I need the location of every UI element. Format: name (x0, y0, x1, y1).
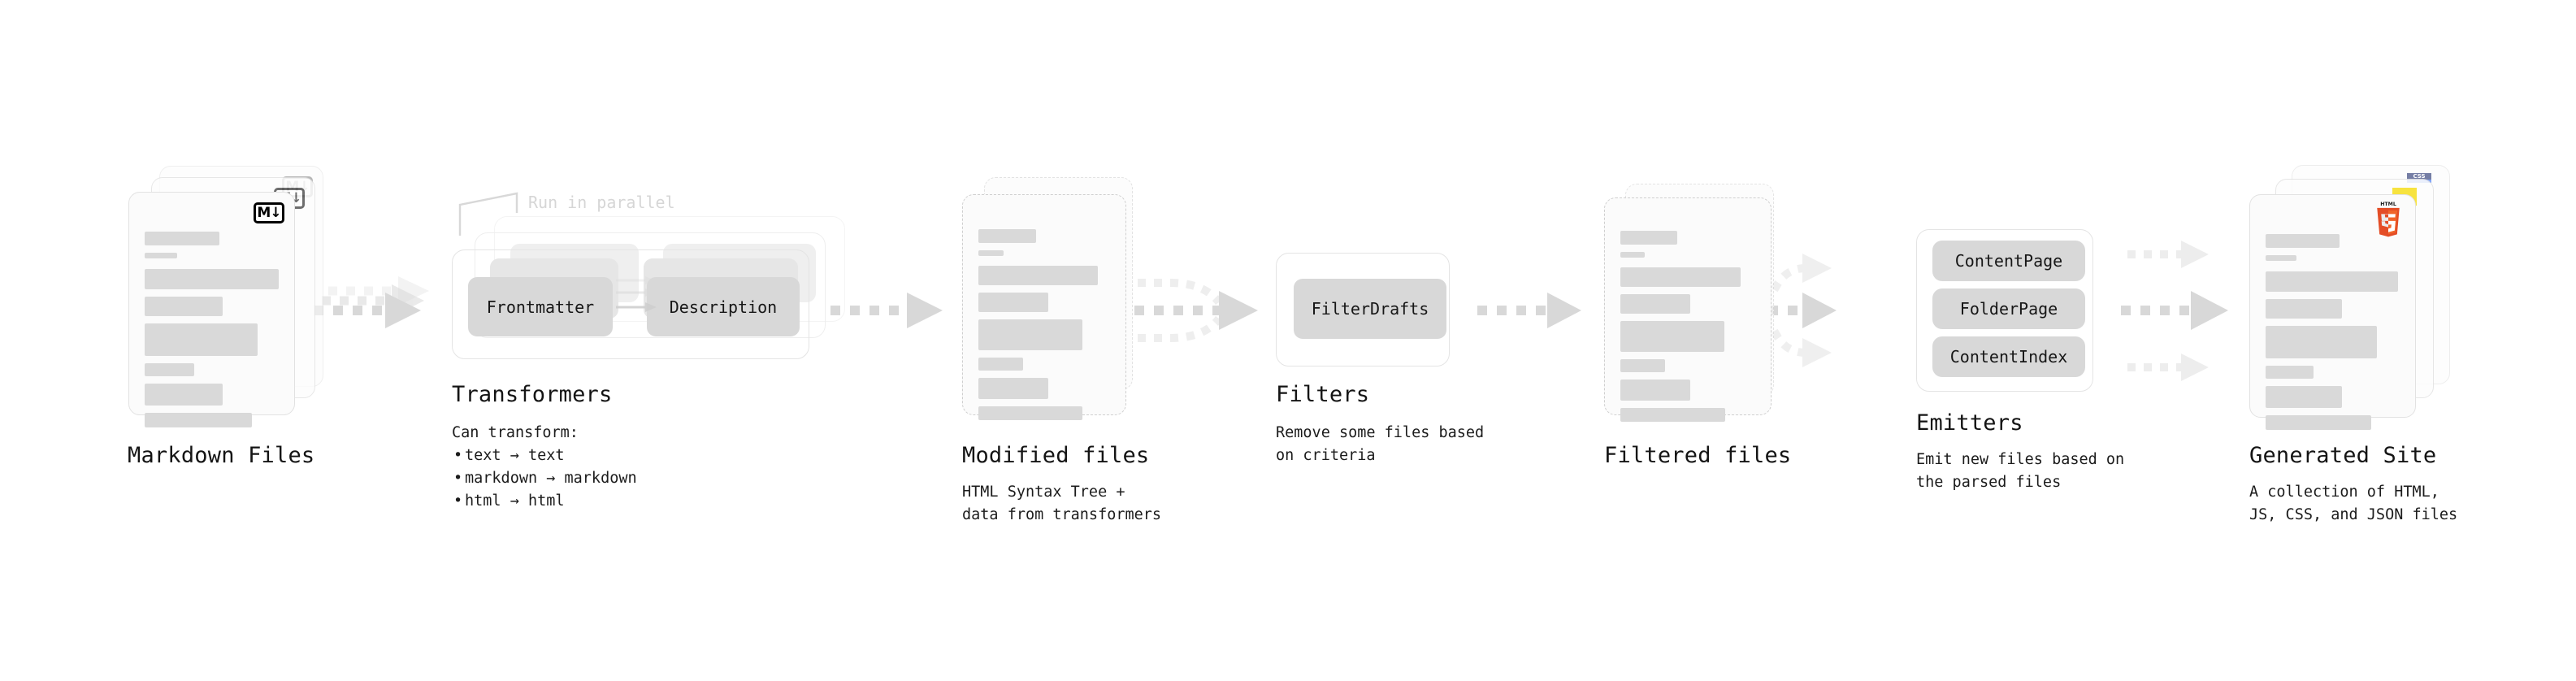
filtered-files-title: Filtered files (1604, 443, 1792, 468)
filters-description: Remove some files based on criteria (1276, 424, 1485, 465)
card-content-lines (1620, 231, 1755, 429)
modified-card-front (962, 194, 1126, 420)
transformer-group-front (452, 249, 809, 359)
run-in-parallel-label: Run in parallel (528, 193, 675, 212)
arrow-transformers-to-modified (830, 293, 943, 328)
transformer-chip-frontmatter[interactable]: Frontmatter (468, 277, 613, 336)
arrow-filtered-to-emitters (1729, 254, 1837, 367)
filters-chip-filterdrafts[interactable]: FilterDrafts (1294, 279, 1446, 339)
run-in-parallel-bracket (458, 192, 518, 236)
card-content-lines (2266, 234, 2400, 437)
html5-shield-icon: HTML (2377, 202, 2400, 237)
arrow-modified-to-filters (1134, 279, 1258, 342)
card-content-lines (145, 232, 279, 435)
markdown-badge: M↓ (254, 202, 284, 223)
transformers-bullet-list: text → text markdown → markdown html → h… (452, 445, 637, 513)
modified-files-title: Modified files (962, 443, 1150, 468)
arrow-markdown-to-transformers (314, 276, 429, 328)
generated-site-title: Generated Site (2249, 443, 2437, 468)
emitter-chip-folderpage[interactable]: FolderPage (1932, 288, 2085, 329)
generated-site-description: A collection of HTML, JS, CSS, and JSON … (2249, 484, 2458, 524)
arrow-emitters-to-site (2121, 241, 2228, 381)
transformers-bullet: markdown → markdown (452, 467, 637, 490)
emitter-chip-contentindex[interactable]: ContentIndex (1932, 336, 2085, 377)
transformers-description: Can transform: text → text markdown → ma… (452, 422, 637, 514)
emitters-title: Emitters (1916, 410, 2023, 436)
filters-title: Filters (1276, 382, 1370, 407)
arrow-filters-to-filtered (1477, 293, 1581, 328)
html5-badge: HTML (2373, 202, 2404, 237)
markdown-card-front: M↓ (128, 192, 295, 427)
transformers-desc-intro: Can transform: (452, 424, 579, 441)
svg-text:HTML: HTML (2380, 202, 2396, 207)
transformer-chip-description[interactable]: Description (647, 277, 800, 336)
card-content-lines (978, 229, 1110, 427)
transformers-bullet: html → html (452, 490, 637, 513)
site-card-front-html: HTML (2249, 194, 2416, 430)
transformers-title: Transformers (452, 382, 613, 407)
emitters-description: Emit new files based on the parsed files (1916, 451, 2125, 492)
filtered-card-front (1604, 197, 1772, 422)
transformers-bullet: text → text (452, 445, 637, 467)
markdown-files-title: Markdown Files (128, 443, 315, 468)
emitter-chip-contentpage[interactable]: ContentPage (1932, 241, 2085, 281)
modified-files-description: HTML Syntax Tree + data from transformer… (962, 484, 1162, 524)
